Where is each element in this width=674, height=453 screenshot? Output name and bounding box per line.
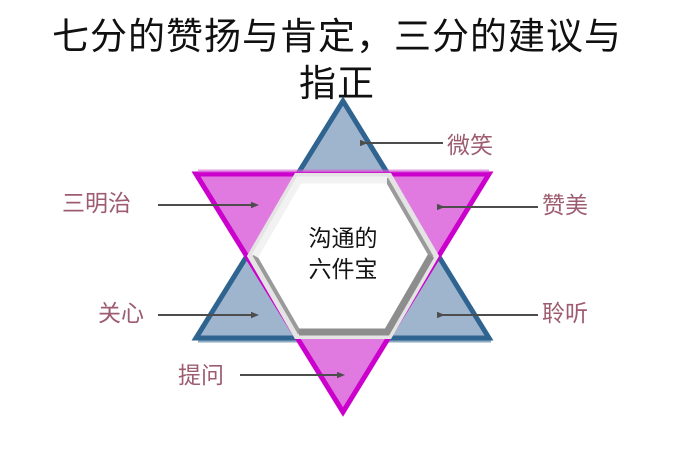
- label-praise: 赞美: [542, 193, 588, 218]
- hexagon-highlight: [251, 176, 387, 258]
- hexagon-interior: [262, 186, 424, 326]
- label-sandwich: 三明治: [62, 191, 131, 216]
- page-title: 七分的赞扬与肯定，三分的建议与 指正: [52, 17, 622, 105]
- hexagon-shade: [299, 254, 435, 336]
- label-care: 关心: [98, 301, 144, 326]
- label-listen: 聆听: [542, 301, 588, 326]
- center-hexagon-group: [246, 173, 440, 339]
- label-question: 提问: [178, 363, 224, 388]
- leader-lines-group: [158, 139, 538, 379]
- label-smile: 微笑: [447, 133, 493, 158]
- center-hexagon-label: 沟通的 六件宝: [308, 226, 378, 282]
